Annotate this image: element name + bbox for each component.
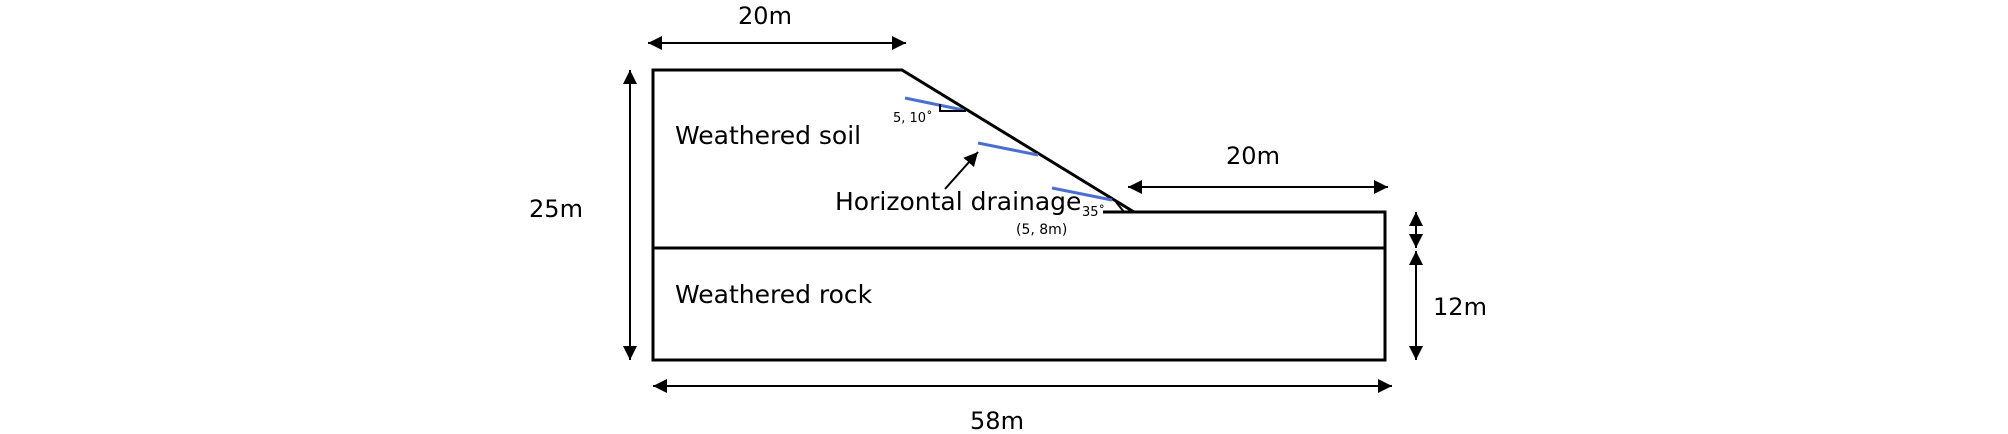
label-bench-width: 20m [1226, 142, 1280, 170]
slope-outline [651, 68, 1387, 362]
drainage-leader-arrow [944, 151, 979, 190]
label-drain-angle: 5, 10˚ [893, 110, 933, 126]
drain-angle-mark [939, 104, 966, 112]
label-slope-angle: 35˚ [1082, 204, 1105, 220]
label-total-height: 25m [529, 195, 583, 223]
label-top-width: 20m [738, 2, 792, 30]
drain-middle [977, 141, 1039, 157]
drain-lower [1051, 186, 1113, 202]
label-total-width: 58m [970, 407, 1024, 434]
slope-angle-mark [1110, 201, 1127, 213]
label-drain-spacing: (5, 8m) [1016, 222, 1067, 238]
label-weathered-rock: Weathered rock [675, 280, 873, 309]
label-rock-height: 12m [1433, 293, 1487, 321]
label-weathered-soil: Weathered soil [675, 121, 861, 150]
label-horizontal-drainage: Horizontal drainage [835, 187, 1081, 216]
drain-upper [904, 96, 964, 112]
